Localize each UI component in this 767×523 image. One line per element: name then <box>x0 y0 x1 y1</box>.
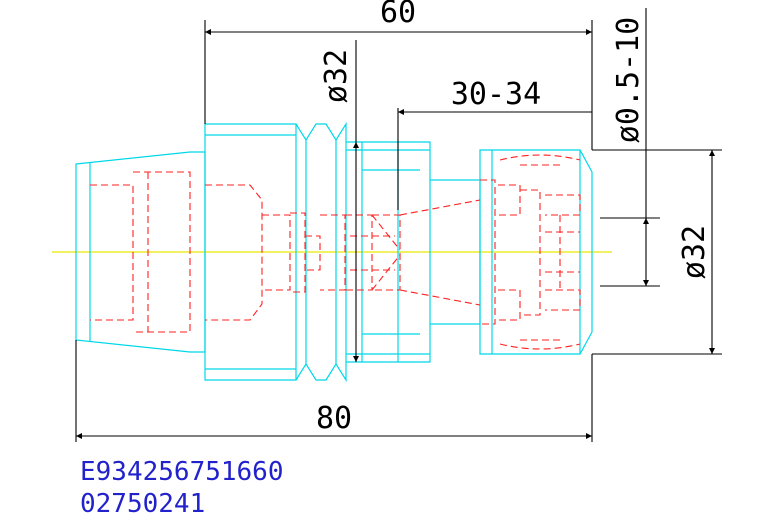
dimension-lines <box>75 8 722 442</box>
part-code-line2: 02750241 <box>80 489 205 519</box>
dim-clamp-range: 30-34 <box>451 77 541 112</box>
dim-collet-range: ø0.5-10 <box>611 17 646 143</box>
hidden-lines <box>90 154 581 350</box>
dim-nut-diameter: ø32 <box>677 225 712 279</box>
dim-length-60: 60 <box>380 0 416 30</box>
part-code-line1: E934256751660 <box>80 457 284 487</box>
dim-flange-diameter: ø32 <box>319 49 354 103</box>
dim-length-80: 80 <box>316 401 352 436</box>
